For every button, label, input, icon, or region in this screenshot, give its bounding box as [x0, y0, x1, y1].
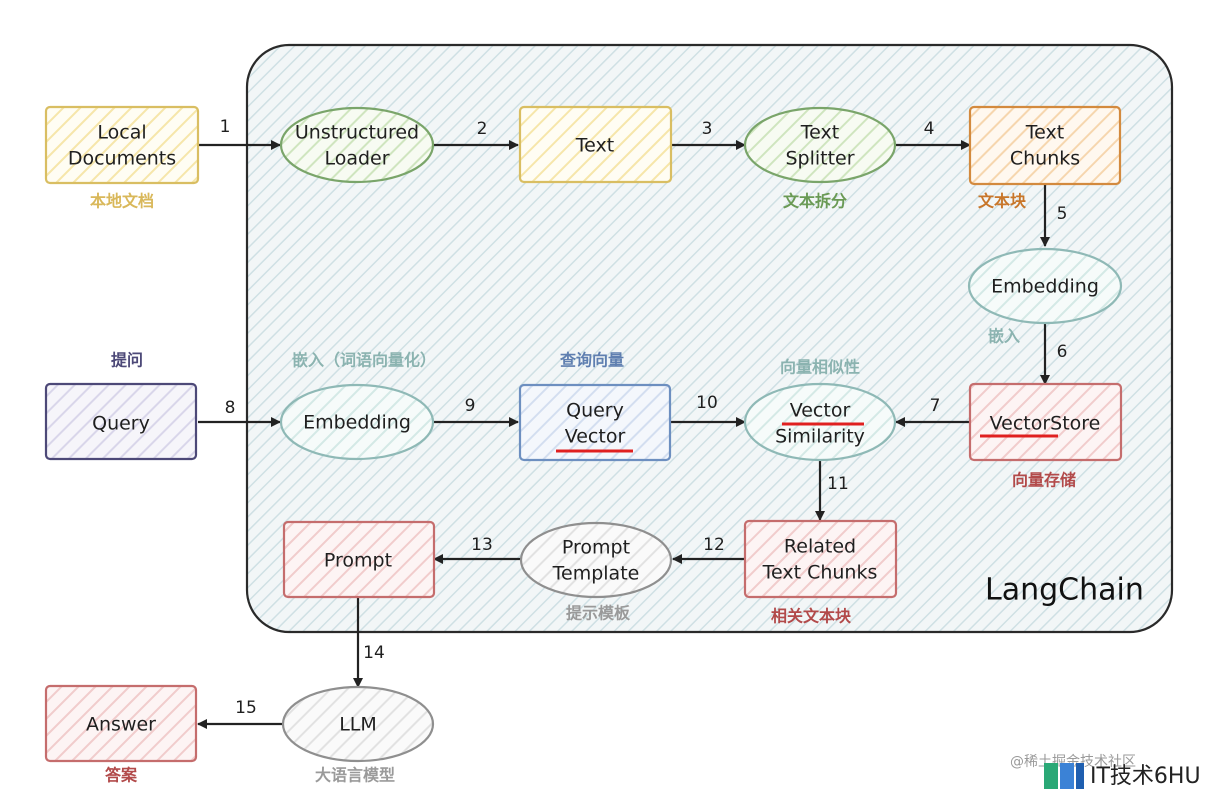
caption: 大语言模型 — [315, 766, 395, 785]
node-prompt-template: Prompt Template 提示模板 — [519, 521, 673, 623]
step-number: 4 — [924, 119, 935, 139]
node-llm: LLM 大语言模型 — [281, 685, 435, 785]
caption: 查询向量 — [560, 351, 624, 370]
svg-text:Unstructured: Unstructured — [295, 122, 419, 144]
svg-text:Prompt: Prompt — [562, 537, 630, 559]
caption: 向量相似性 — [780, 358, 860, 377]
svg-text:Template: Template — [552, 563, 640, 585]
caption: 相关文本块 — [771, 607, 852, 626]
node-vector-store: VectorStore 向量存储 — [968, 382, 1123, 490]
svg-text:LLM: LLM — [339, 714, 377, 736]
caption: 嵌入（词语向量化） — [292, 351, 436, 370]
svg-text:Text: Text — [800, 122, 839, 144]
caption: 本地文档 — [90, 192, 154, 211]
langchain-container — [245, 43, 1174, 634]
svg-text:Query: Query — [92, 413, 150, 435]
node-embedding-documents: Embedding 嵌入 — [967, 247, 1123, 346]
step-number: 6 — [1057, 342, 1068, 362]
svg-text:Vector: Vector — [565, 426, 626, 448]
watermark-brand-text: IT技术6HU — [1090, 764, 1201, 789]
node-unstructured-loader: Unstructured Loader — [279, 106, 435, 184]
svg-text:Embedding: Embedding — [991, 276, 1099, 298]
svg-text:Embedding: Embedding — [303, 412, 411, 434]
svg-text:Text: Text — [1025, 122, 1064, 144]
step-number: 2 — [477, 119, 488, 139]
step-number: 14 — [363, 643, 385, 663]
svg-text:Loader: Loader — [324, 148, 389, 170]
step-number: 15 — [235, 698, 257, 718]
watermark: @稀土掘金技术社区 IT技术6HU — [1010, 754, 1201, 789]
node-query: 提问 Query — [44, 351, 198, 461]
caption: 提问 — [111, 351, 143, 370]
svg-text:Text Chunks: Text Chunks — [762, 562, 878, 584]
caption: 向量存储 — [1012, 471, 1076, 490]
step-number: 10 — [696, 393, 718, 413]
step-number: 3 — [702, 119, 713, 139]
svg-text:Vector: Vector — [790, 400, 851, 422]
caption: 文本拆分 — [783, 192, 847, 211]
node-local-documents: Local Documents 本地文档 — [44, 105, 200, 211]
watermark-logo-icon — [1044, 763, 1084, 789]
caption: 提示模板 — [566, 604, 631, 623]
svg-text:Text: Text — [575, 135, 614, 157]
langchain-label: LangChain — [985, 573, 1144, 608]
svg-text:Similarity: Similarity — [775, 426, 865, 448]
step-number: 9 — [465, 396, 476, 416]
flow-arrows — [197, 140, 1050, 729]
svg-text:Related: Related — [784, 536, 856, 558]
node-answer: Answer 答案 — [44, 684, 198, 785]
node-query-vector: 查询向量 Query Vector — [518, 351, 672, 462]
node-embedding-query: 嵌入（词语向量化） Embedding — [279, 351, 436, 461]
svg-text:VectorStore: VectorStore — [990, 413, 1101, 435]
caption: 嵌入 — [988, 327, 1020, 346]
node-text: Text — [518, 105, 673, 184]
watermark-faint-text: @稀土掘金技术社区 — [1010, 754, 1136, 770]
step-numbers: 1 2 3 4 5 6 7 8 9 10 11 12 13 14 15 — [220, 117, 1068, 718]
node-vector-similarity: 向量相似性 Vector Similarity — [743, 358, 897, 462]
svg-text:Splitter: Splitter — [785, 148, 854, 170]
node-related-text-chunks: Related Text Chunks 相关文本块 — [743, 519, 898, 626]
step-number: 12 — [703, 535, 725, 555]
step-number: 11 — [827, 474, 849, 494]
caption: 答案 — [105, 766, 138, 785]
node-text-chunks: Text Chunks 文本块 — [968, 105, 1122, 211]
svg-text:Prompt: Prompt — [324, 550, 392, 572]
svg-text:Documents: Documents — [68, 148, 176, 170]
caption: 文本块 — [978, 192, 1027, 211]
svg-text:Answer: Answer — [86, 714, 156, 736]
svg-text:Local: Local — [97, 122, 146, 144]
step-number: 13 — [471, 535, 493, 555]
step-number: 8 — [225, 398, 236, 418]
svg-text:Query: Query — [566, 400, 624, 422]
node-text-splitter: Text Splitter 文本拆分 — [743, 106, 897, 211]
step-number: 1 — [220, 117, 231, 137]
step-number: 7 — [930, 396, 941, 416]
svg-text:Chunks: Chunks — [1010, 148, 1080, 170]
node-prompt: Prompt — [282, 520, 436, 599]
step-number: 5 — [1057, 204, 1068, 224]
